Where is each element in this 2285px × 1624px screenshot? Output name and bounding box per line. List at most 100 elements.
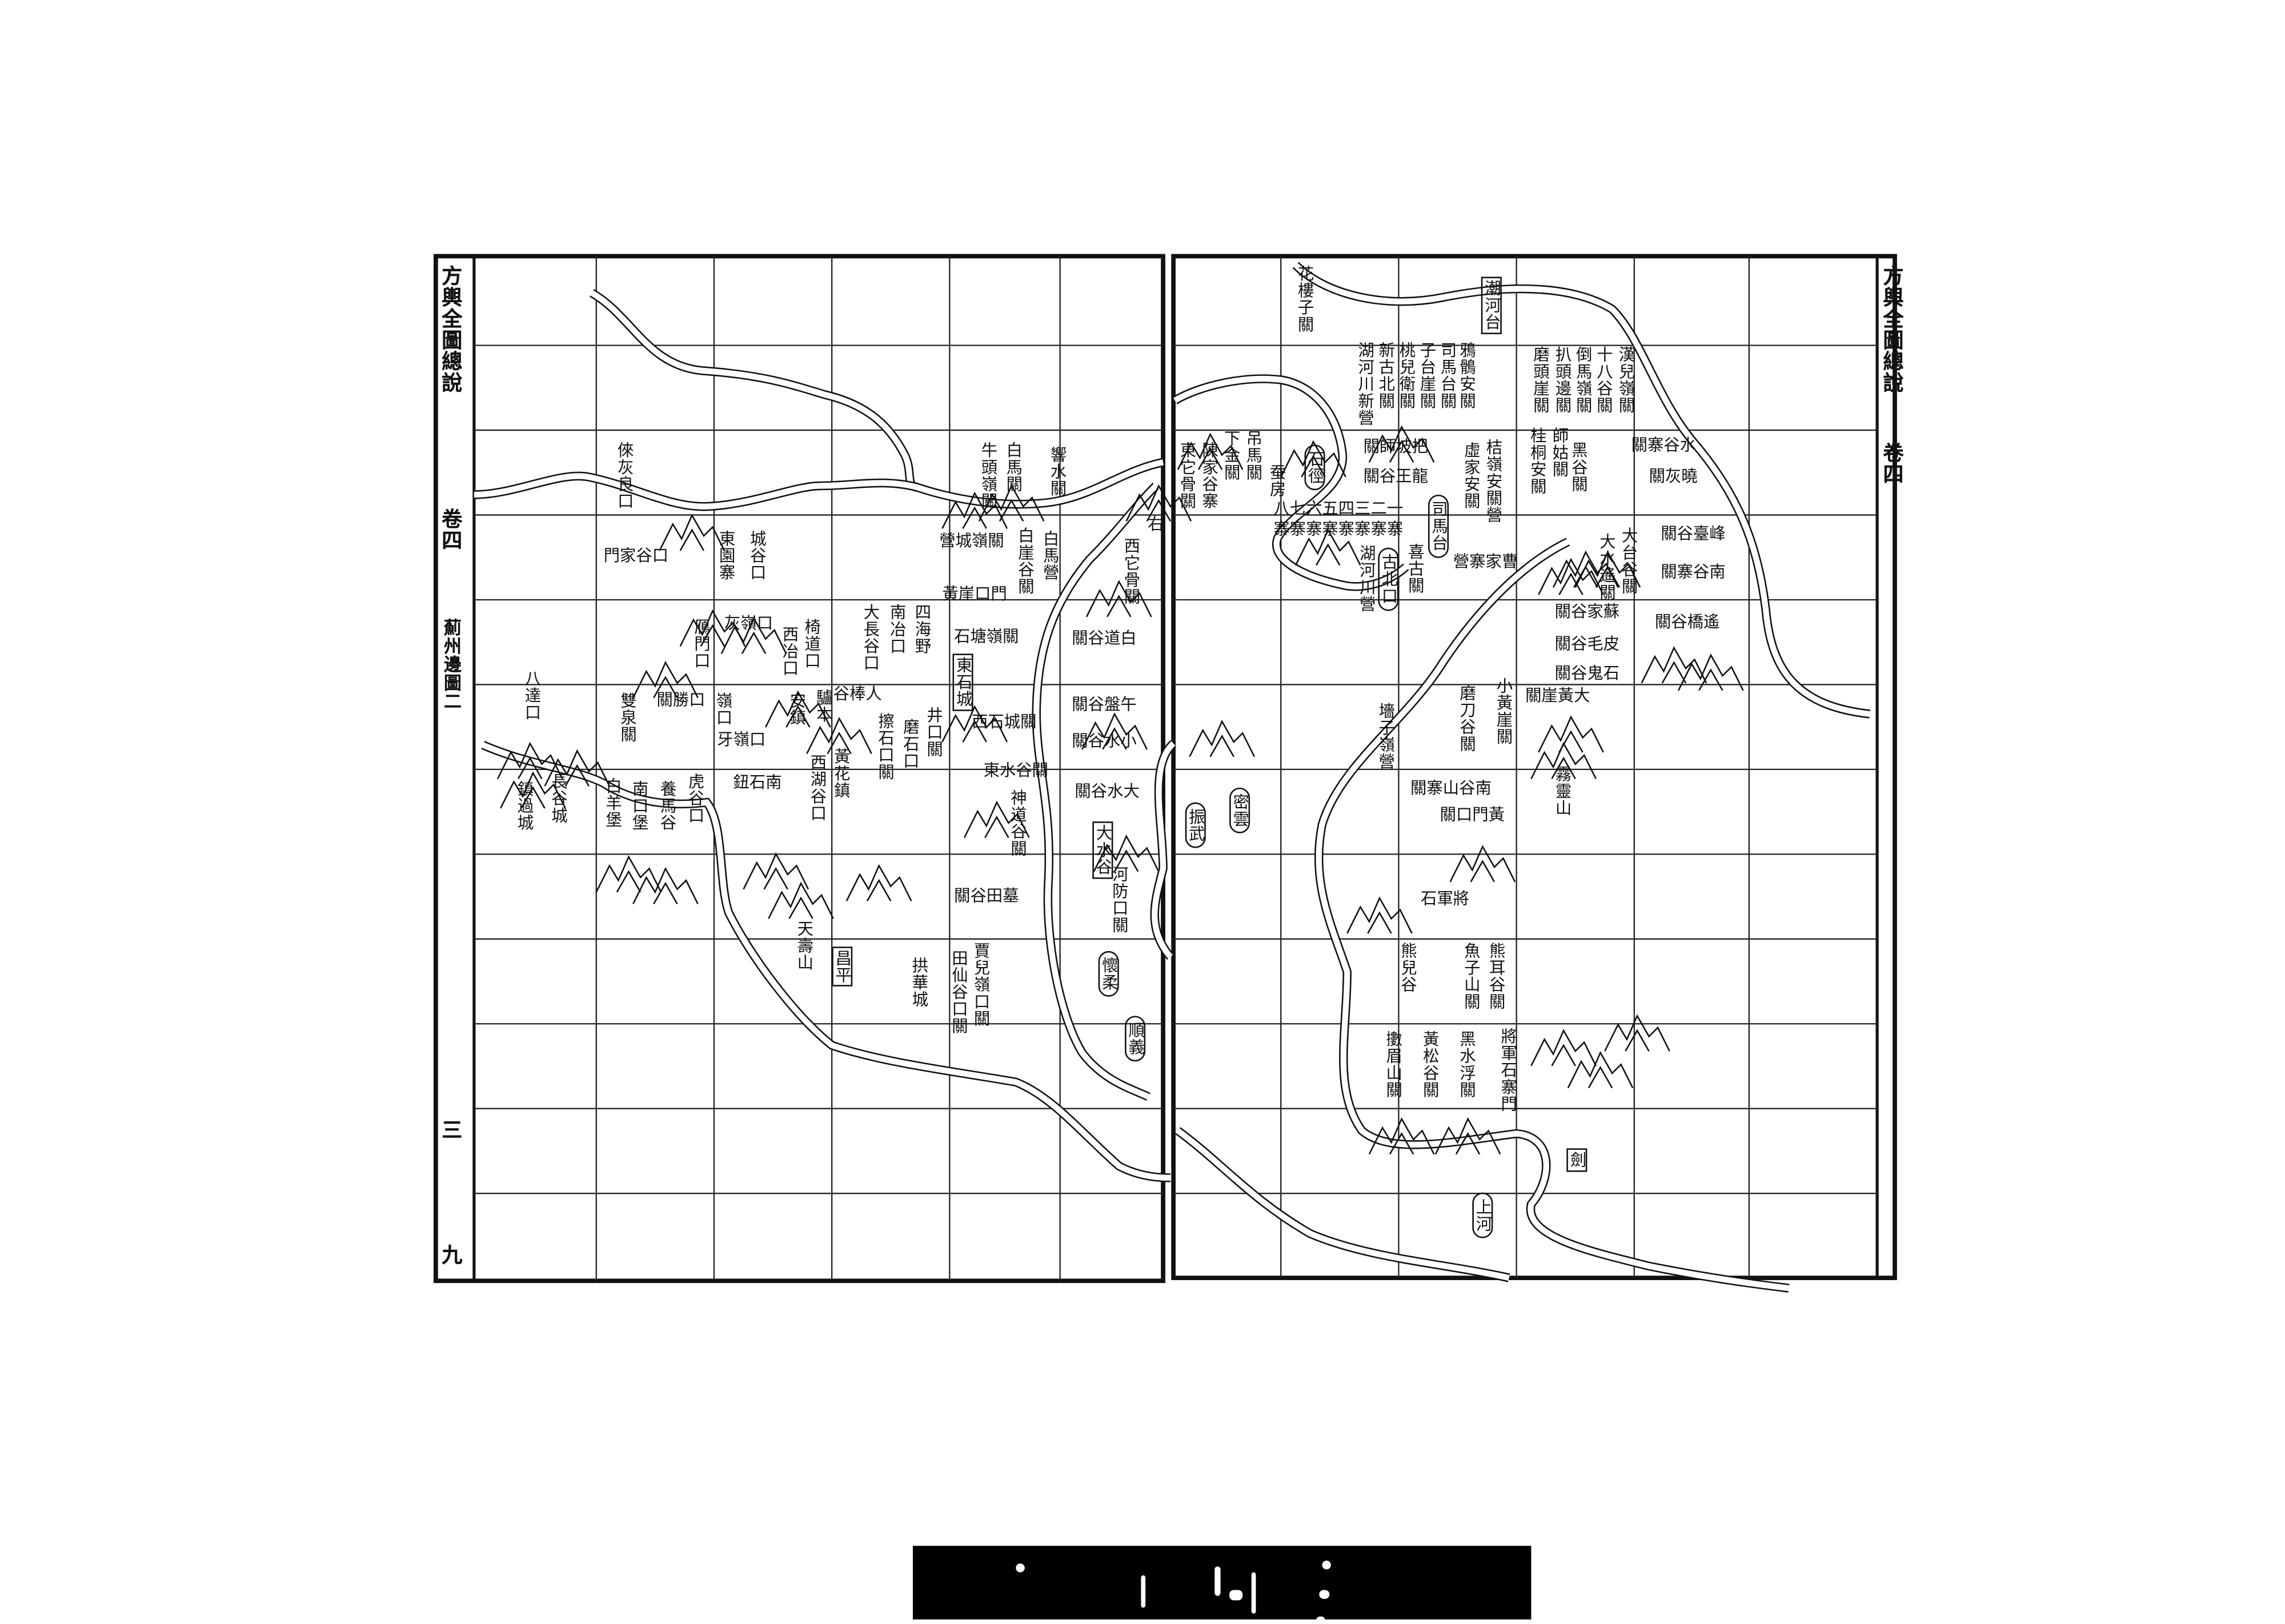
mountain-icon	[845, 864, 912, 901]
mountain-icon	[1449, 845, 1516, 883]
place-label: 白羊堡	[603, 777, 623, 828]
river-channel	[1173, 376, 1408, 590]
place-label: 人棒谷	[833, 684, 882, 704]
mountain-icon	[743, 852, 809, 890]
place-label: 賈兒嶺口關	[972, 942, 991, 1027]
place-label: 下金關	[1222, 430, 1241, 481]
mountain-icon	[1530, 741, 1597, 780]
place-label: 西它骨關	[1121, 537, 1141, 606]
place-label: 黑谷關	[1569, 442, 1589, 493]
place-label: 黃崖口門	[942, 584, 1007, 604]
place-label: 大水谷關	[1075, 781, 1140, 801]
place-label: 倈灰良口	[615, 442, 635, 510]
place-label: 擻眉山關	[1384, 1030, 1404, 1098]
archive-mark	[1141, 1575, 1146, 1608]
place-label: 倒馬嶺關	[1574, 346, 1593, 414]
place-label: 南冶口	[888, 603, 907, 655]
place-label: 十八谷關	[1594, 346, 1614, 414]
place-label: 子台崖關	[1417, 341, 1437, 410]
place-label: 黃花鎮	[832, 748, 851, 799]
place-label: 桔嶺安關營	[1484, 439, 1504, 524]
place-label: 口勝關	[656, 690, 705, 710]
mountain-icon	[768, 881, 834, 919]
mountain-icon	[679, 609, 746, 647]
place-label: 嶺口	[713, 692, 733, 726]
place-label: 墓田谷關	[954, 886, 1019, 906]
place-label: 霧靈山	[1553, 765, 1573, 817]
archive-mark	[1214, 1566, 1221, 1596]
place-label: 順義	[1125, 1016, 1146, 1062]
place-label: 司馬台	[1428, 494, 1449, 558]
place-label: 桂桐安關	[1528, 427, 1548, 495]
place-label: 潮河台	[1481, 276, 1502, 334]
place-label: 將軍石	[1421, 889, 1470, 909]
mountain-icon	[1294, 528, 1361, 566]
mountain-icon	[963, 800, 1030, 839]
place-label: 皮毛谷關	[1554, 634, 1620, 654]
archive-mark	[1251, 1572, 1256, 1614]
mountain-icon	[1081, 712, 1148, 750]
place-label: 司馬台關	[1438, 341, 1458, 410]
place-label: 師姑關	[1550, 427, 1570, 478]
place-label: 石塘嶺關	[954, 627, 1019, 647]
place-label: 東水谷關	[983, 761, 1049, 780]
place-label: 營城嶺關	[939, 531, 1004, 551]
archive-mark	[1016, 1563, 1025, 1573]
river-channel	[482, 742, 1170, 1181]
place-label: 南谷寨關	[1661, 562, 1726, 582]
place-label: 鴈門口	[692, 618, 711, 669]
mountain-icon	[806, 716, 872, 755]
place-label: 鎮過城	[515, 780, 535, 831]
river-channel	[590, 290, 918, 491]
place-label: 熊耳谷關	[1487, 942, 1506, 1011]
place-label: 湖河川營	[1357, 544, 1377, 613]
river-channel	[474, 459, 1164, 510]
river-outline	[1175, 1127, 1510, 1282]
mountain-icon	[1604, 1014, 1670, 1052]
place-label: 花樓子關	[1296, 264, 1315, 333]
place-label: 桃兒衛關	[1397, 341, 1417, 410]
place-label: 擦石口關	[876, 712, 895, 780]
place-label: 黃松谷關	[1421, 1030, 1440, 1098]
place-label: 大水遙關	[1597, 532, 1617, 601]
place-label: 熊兒谷	[1398, 942, 1418, 993]
place-label: 將軍石寨門	[1498, 1027, 1518, 1113]
mountain-icon	[544, 749, 611, 787]
mountain-icon	[978, 484, 1045, 522]
place-label: 白崖谷關	[1016, 527, 1035, 595]
place-label: 黃門口關	[1440, 805, 1505, 825]
place-label: 南谷山寨關	[1410, 779, 1492, 798]
mountain-icon	[500, 771, 566, 809]
place-label: 磨刀谷關	[1457, 684, 1477, 753]
place-label: 石鬼谷關	[1554, 664, 1620, 683]
left-margin-page-number: 九	[439, 1244, 463, 1266]
left-margin-book-title: 方輿全圖總說	[439, 264, 463, 394]
place-label: 昌平	[832, 947, 853, 987]
place-label: 天壽山	[795, 920, 815, 971]
place-label: 牛頭嶺關	[979, 442, 999, 510]
place-label: 八達口	[522, 669, 542, 721]
place-label: 東它骨關	[1177, 442, 1197, 510]
river-channel	[1152, 741, 1176, 959]
right-margin-book-title: 方輿全圖總說	[1880, 264, 1904, 394]
place-label: 蚕房	[1268, 463, 1287, 498]
mountain-icon	[720, 616, 787, 654]
place-label: 午盤谷關	[1072, 695, 1137, 714]
place-label: 水谷寨關	[1631, 435, 1697, 455]
place-label: 虛家安關	[1462, 442, 1481, 510]
archive-label-bar	[912, 1546, 1532, 1624]
place-label: 漢兒嶺關	[1616, 346, 1636, 414]
place-label: 西石城關	[972, 712, 1037, 732]
place-label: 口谷家門	[603, 546, 669, 566]
archive-mark	[1322, 1560, 1331, 1570]
place-label: 城谷口	[748, 530, 767, 581]
left-margin-map-title: 薊州邊圖二	[442, 618, 463, 711]
mountain-icon	[659, 514, 725, 551]
place-label: 東石城	[952, 653, 973, 711]
mountain-icon	[1538, 558, 1604, 595]
right-page-border	[1171, 254, 1897, 1280]
place-label: 古北口	[1378, 547, 1399, 611]
place-label: 峰臺谷關	[1661, 524, 1726, 544]
place-label: 上河	[1472, 1192, 1493, 1238]
